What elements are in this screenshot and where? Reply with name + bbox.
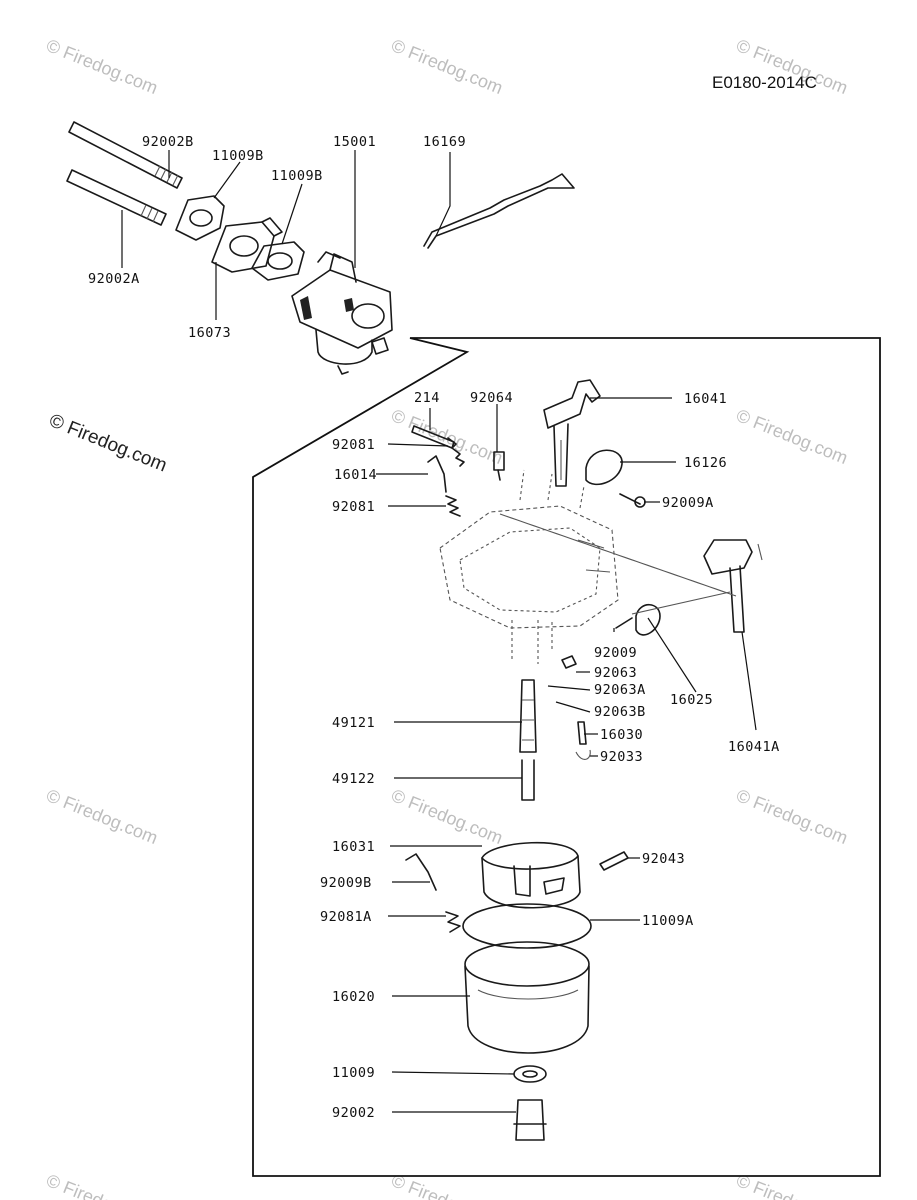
watermark: © Firedog.com xyxy=(389,1170,506,1200)
emulsion-tube-49121 xyxy=(519,679,537,753)
label-16031: 16031 xyxy=(332,839,375,855)
gasket-11009B-rear xyxy=(251,241,305,281)
float-16031 xyxy=(481,841,581,909)
watermark-group: © Firedog.com © Firedog.com © Firedog.co… xyxy=(44,35,851,1200)
watermark: © Firedog.com xyxy=(44,785,161,848)
carburetor-15001 xyxy=(291,251,393,375)
drain-screw-92009B xyxy=(405,853,437,891)
label-214: 214 xyxy=(414,390,440,406)
watermark: © Firedog.com xyxy=(389,35,506,98)
throttle-shaft-16041 xyxy=(543,379,601,487)
label-11009: 11009 xyxy=(332,1065,375,1081)
label-92033: 92033 xyxy=(600,749,643,765)
label-92009A: 92009A xyxy=(662,495,714,511)
screw-16014 xyxy=(427,455,447,493)
label-49122: 49122 xyxy=(332,771,375,787)
leader-lines xyxy=(121,150,757,1113)
seat-92063 xyxy=(561,655,577,669)
label-92043: 92043 xyxy=(642,851,685,867)
watermark: © Firedog.com xyxy=(734,785,851,848)
float-bowl-16020 xyxy=(464,941,590,1054)
label-92063: 92063 xyxy=(594,665,637,681)
throttle-valve-16126 xyxy=(585,449,623,486)
label-92064: 92064 xyxy=(470,390,513,406)
label-16073: 16073 xyxy=(188,325,231,341)
label-92009: 92009 xyxy=(594,645,637,661)
label-92081: 92081 xyxy=(332,437,375,453)
label-16041A: 16041A xyxy=(728,739,780,755)
watermark-main: © Firedog.com xyxy=(46,410,170,476)
washer-11009 xyxy=(513,1065,547,1083)
label-15001: 15001 xyxy=(333,134,376,150)
needle-16030 xyxy=(577,721,587,745)
stud-92002A xyxy=(66,169,167,226)
screw-92009 xyxy=(615,617,633,629)
watermark: © Firedog.com xyxy=(389,405,506,468)
insulator-16073 xyxy=(211,217,283,273)
label-49121: 49121 xyxy=(332,715,375,731)
spring-92081-2 xyxy=(445,495,461,517)
label-16030: 16030 xyxy=(600,727,643,743)
watermark: © Firedog.com xyxy=(44,1170,161,1200)
choke-shaft-16041A xyxy=(703,539,763,633)
gasket-11009A xyxy=(462,903,592,949)
choke-rod-16169 xyxy=(423,173,575,249)
label-11009A: 11009A xyxy=(642,913,694,929)
jet-92064 xyxy=(493,451,505,481)
detail-frame xyxy=(252,337,881,1177)
label-11009B: 11009B xyxy=(212,148,264,164)
label-92063B: 92063B xyxy=(594,704,646,720)
part-labels: 92002B 11009B 15001 16169 11009B 92002A … xyxy=(88,134,780,1121)
watermark: © Firedog.com xyxy=(734,1170,851,1200)
label-92063A: 92063A xyxy=(594,682,646,698)
gasket-11009B-front xyxy=(175,195,225,241)
clip-92033 xyxy=(575,749,591,760)
screw-92009A xyxy=(619,493,646,508)
label-92002B: 92002B xyxy=(142,134,194,150)
spring-92081 xyxy=(447,437,465,467)
choke-valve-16025 xyxy=(635,603,661,636)
label-16025: 16025 xyxy=(670,692,713,708)
carburetor-body-detail xyxy=(439,469,619,664)
watermark: © Firedog.com xyxy=(734,405,851,468)
label-92081-2: 92081 xyxy=(332,499,375,515)
label-92002A: 92002A xyxy=(88,271,140,287)
bolt-92002 xyxy=(513,1099,547,1141)
spring-92081A xyxy=(445,911,461,933)
label-92002: 92002 xyxy=(332,1105,375,1121)
main-jet-49122 xyxy=(521,759,535,801)
stud-92002B xyxy=(68,121,183,189)
watermark: © Firedog.com xyxy=(389,785,506,848)
label-11009B-2: 11009B xyxy=(271,168,323,184)
label-16041: 16041 xyxy=(684,391,727,407)
watermark: © Firedog.com xyxy=(44,35,161,98)
label-16014: 16014 xyxy=(334,467,377,483)
diagram-code: E0180-2014C xyxy=(712,73,817,92)
label-92081A: 92081A xyxy=(320,909,372,925)
label-16169: 16169 xyxy=(423,134,466,150)
label-16020: 16020 xyxy=(332,989,375,1005)
label-92009B: 92009B xyxy=(320,875,372,891)
label-16126: 16126 xyxy=(684,455,727,471)
float-pin-92043 xyxy=(599,851,629,871)
